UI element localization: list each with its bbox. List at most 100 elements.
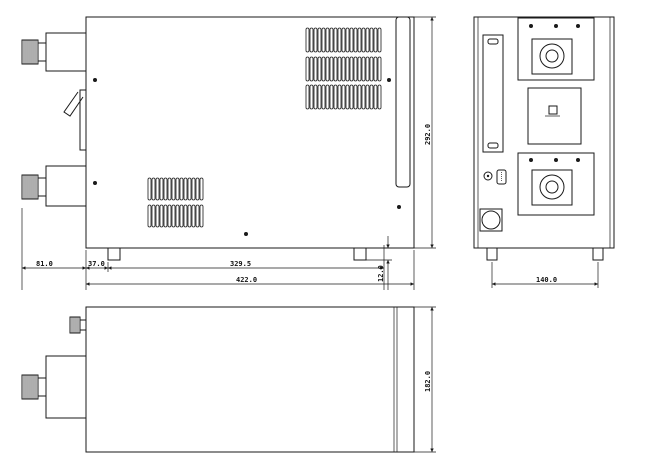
upper-lamp-module	[21, 32, 87, 72]
vent-slot	[317, 84, 322, 110]
vent-slot	[175, 177, 180, 201]
vent-slot	[159, 204, 164, 228]
screw	[93, 181, 97, 185]
vent-slot	[151, 204, 156, 228]
vent-slot	[175, 204, 180, 228]
vent-slot	[353, 56, 358, 82]
vent-slot	[345, 84, 350, 110]
dim-feet-height: 12.0	[377, 265, 385, 282]
dim-height: 292.0	[424, 124, 432, 145]
vent-slot	[305, 84, 310, 110]
rear-dimensions: 140.0	[491, 262, 599, 288]
fan-opening-icon	[539, 174, 565, 200]
vent-slot	[321, 84, 326, 110]
vent-slot	[321, 56, 326, 82]
vent-slot	[337, 84, 342, 110]
foot	[107, 248, 121, 261]
vent-slot	[357, 84, 362, 110]
vent-slot	[349, 56, 354, 82]
vent-slot	[357, 56, 362, 82]
vent-slot	[325, 27, 330, 53]
vent-slot	[309, 56, 314, 82]
vent-slot	[369, 27, 374, 53]
vent-slot	[361, 27, 366, 53]
rear-bottom-panel	[517, 152, 595, 216]
vent-slot	[309, 84, 314, 110]
vent-slot	[373, 27, 378, 53]
round-connector-icon	[479, 208, 503, 232]
vent-slot	[313, 84, 318, 110]
vent-slot	[349, 27, 354, 53]
vent-slot	[167, 204, 172, 228]
vent-slot	[365, 84, 370, 110]
vent-slot	[171, 177, 176, 201]
vent-slot	[333, 27, 338, 53]
rear-body	[473, 16, 615, 249]
top-dimensions: 182.0	[414, 306, 436, 453]
vent-slot	[195, 204, 200, 228]
vent-slot	[321, 27, 326, 53]
vent-slot	[187, 177, 192, 201]
vent-slot	[163, 204, 168, 228]
vent-slots-lower	[147, 177, 204, 228]
side-view	[21, 16, 415, 261]
vent-slot	[179, 204, 184, 228]
vent-slot	[183, 204, 188, 228]
dim-total-length: 422.0	[236, 276, 257, 284]
top-knob	[69, 316, 87, 334]
vent-slot	[345, 56, 350, 82]
vent-slot	[147, 177, 152, 201]
vent-slot	[199, 177, 204, 201]
knurled-knob-icon	[21, 374, 47, 400]
vent-slot	[147, 204, 152, 228]
fan-opening-icon	[539, 43, 565, 69]
vent-slot	[317, 56, 322, 82]
side-dimensions: 81.0 37.0 329.5 422.0 292.0 12.0	[21, 16, 436, 290]
vent-slot	[365, 27, 370, 53]
vent-slot	[309, 27, 314, 53]
vent-slot	[341, 56, 346, 82]
rear-top-panel	[517, 17, 595, 81]
power-switch-icon	[548, 105, 558, 115]
vent-slot	[171, 204, 176, 228]
vent-slot	[155, 204, 160, 228]
vent-slot	[199, 204, 204, 228]
vent-slot	[353, 27, 358, 53]
vent-slot	[163, 177, 168, 201]
knurled-knob-icon	[21, 174, 47, 200]
vent-slot	[353, 84, 358, 110]
screw	[244, 232, 248, 236]
vent-slot	[337, 27, 342, 53]
vent-slot	[357, 27, 362, 53]
top-view	[21, 306, 415, 453]
vent-slot	[369, 84, 374, 110]
vent-slot	[377, 84, 382, 110]
dim-inner-length: 329.5	[230, 260, 251, 268]
foot	[353, 248, 367, 261]
vent-slot	[317, 27, 322, 53]
vent-slot	[329, 27, 334, 53]
vent-slot	[337, 56, 342, 82]
foot	[592, 248, 604, 261]
vent-slot	[329, 84, 334, 110]
vent-slot	[369, 56, 374, 82]
vent-slot	[377, 27, 382, 53]
rear-switch-panel	[527, 87, 582, 145]
vent-slot	[341, 84, 346, 110]
vent-slot	[313, 27, 318, 53]
vent-slot	[151, 177, 156, 201]
dim-feet-offset: 37.0	[88, 260, 105, 268]
dim-left-offset: 81.0	[36, 260, 53, 268]
vent-slot	[191, 204, 196, 228]
top-lamp-module	[21, 355, 87, 419]
vent-slot	[187, 204, 192, 228]
screw	[397, 205, 401, 209]
vent-slot	[313, 56, 318, 82]
vent-slot	[167, 177, 172, 201]
screw	[387, 78, 391, 82]
rear-rail	[482, 34, 504, 153]
vent-slot	[159, 177, 164, 201]
vent-slot	[341, 27, 346, 53]
vent-slot	[377, 56, 382, 82]
